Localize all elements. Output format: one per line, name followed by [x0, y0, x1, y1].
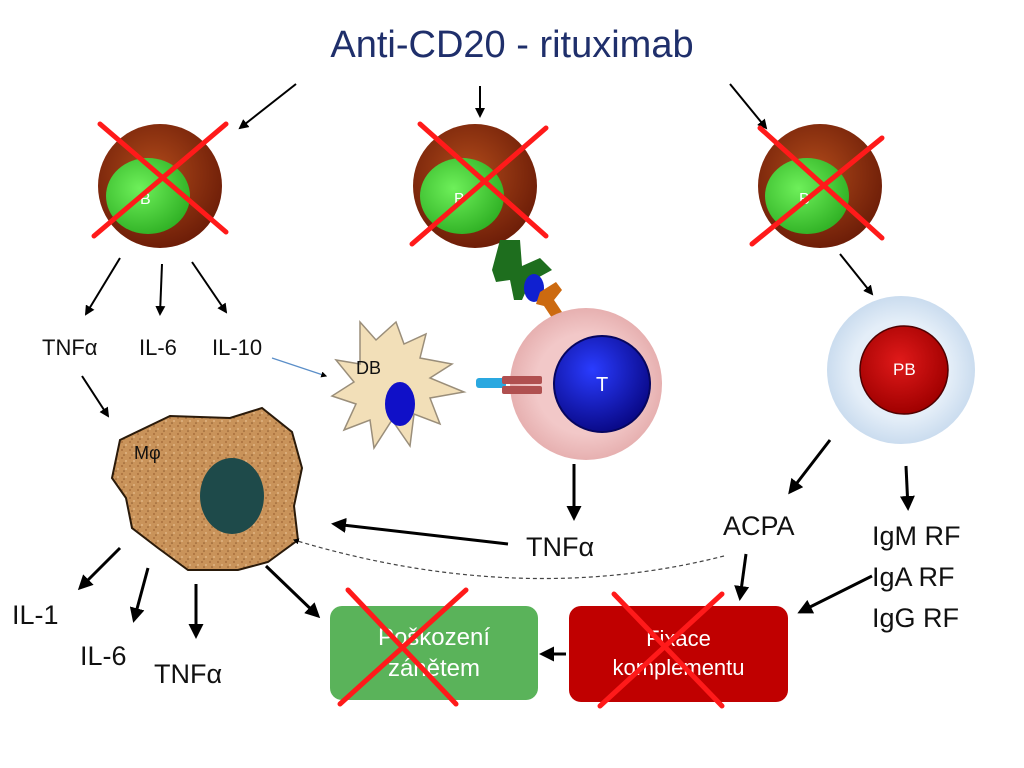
t-cell-label: T: [596, 374, 609, 396]
b-cell-left: [98, 124, 222, 248]
b-left-arrows: [81, 257, 228, 418]
b-cell-left-label: B: [140, 191, 151, 208]
dendritic-cell-label: DB: [356, 358, 382, 378]
cytokine-tnf: TNFα: [42, 335, 98, 360]
b-cell-right-label: B: [799, 191, 810, 208]
macrophage-output-il1: IL-1: [12, 600, 59, 630]
damage-box: Poškození zánětem: [330, 606, 538, 700]
rf-to-complement-arrow: [797, 574, 873, 614]
acpa-label: ACPA: [723, 511, 795, 541]
acpa-to-complement-arrow: [734, 553, 750, 601]
macrophage-output-il6: IL-6: [80, 641, 127, 671]
damage-box-line2: zánětem: [387, 655, 481, 682]
il10-arrow: [271, 357, 328, 378]
plasma-cell-label: PB: [893, 360, 916, 379]
plasma-arrows: [788, 439, 915, 511]
b-right-to-pb-arrow: [839, 253, 874, 296]
t-cell: [510, 308, 662, 460]
dendritic-cell: [330, 320, 467, 451]
b-cell-right: [758, 124, 882, 248]
tnf-to-macrophage-arrow: [331, 517, 509, 546]
complement-box-line2: komplementu: [612, 655, 745, 680]
mhc-tcr-connector: [476, 376, 542, 394]
rf-iga: IgA RF: [872, 562, 955, 592]
b-cell-center: [413, 124, 537, 248]
macrophage-arrows: [77, 546, 321, 639]
damage-box-line1: Poškození: [377, 623, 491, 651]
t-output-tnf: TNFα: [526, 532, 595, 562]
macrophage-cell: [110, 406, 304, 571]
macrophage-label: Mφ: [134, 443, 161, 463]
cytokine-il10: IL-10: [212, 335, 263, 360]
b-cell-center-label: B: [454, 191, 465, 208]
cytokine-il6: IL-6: [139, 335, 177, 360]
rf-igm: IgM RF: [872, 521, 961, 551]
plasma-cell: [827, 296, 975, 444]
rf-igg: IgG RF: [872, 603, 960, 633]
macrophage-output-tnf: TNFα: [154, 659, 223, 689]
complement-box: Fixace komplementu: [569, 606, 788, 702]
complement-box-line1: Fixace: [646, 626, 711, 652]
title-arrows: [238, 83, 768, 130]
acpa-dashed-arrow: [292, 538, 725, 580]
page-title: Anti-CD20 - rituximab: [330, 24, 694, 66]
